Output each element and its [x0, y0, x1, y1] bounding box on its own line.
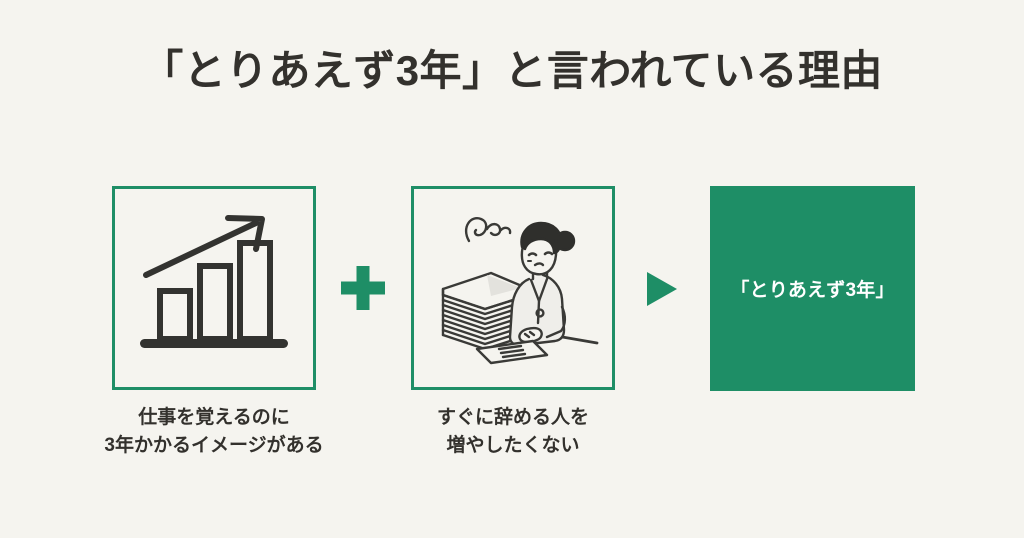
result-block: 「とりあえず3年」 [710, 186, 915, 391]
reason-card-1 [112, 186, 316, 390]
play-triangle-right-icon [645, 270, 679, 308]
reason-card-2-caption-line2: 増やしたくない [446, 434, 580, 456]
reason-card-1-icon-wrap [115, 189, 313, 387]
reason-card-1-caption-line1: 仕事を覚えるのに [138, 407, 290, 428]
reason-card-2 [411, 186, 615, 390]
result-label: 「とりあえず3年」 [730, 280, 895, 301]
growth-bar-chart-icon [140, 215, 288, 348]
reason-card-2-caption-line1: すぐに辞める人を [436, 407, 589, 428]
reason-card-2-caption: すぐに辞める人を 増やしたくない [412, 404, 614, 459]
plus-icon [338, 263, 388, 313]
reason-card-1-caption-line2: 3年かかるイメージがある [104, 434, 324, 456]
reason-card-1-caption: 仕事を覚えるのに 3年かかるイメージがある [64, 404, 364, 459]
reason-card-2-icon-wrap [414, 189, 612, 387]
overworked-office-worker-icon [441, 217, 599, 365]
page-title: 「とりあえず3年」と言われている理由 [141, 47, 883, 94]
